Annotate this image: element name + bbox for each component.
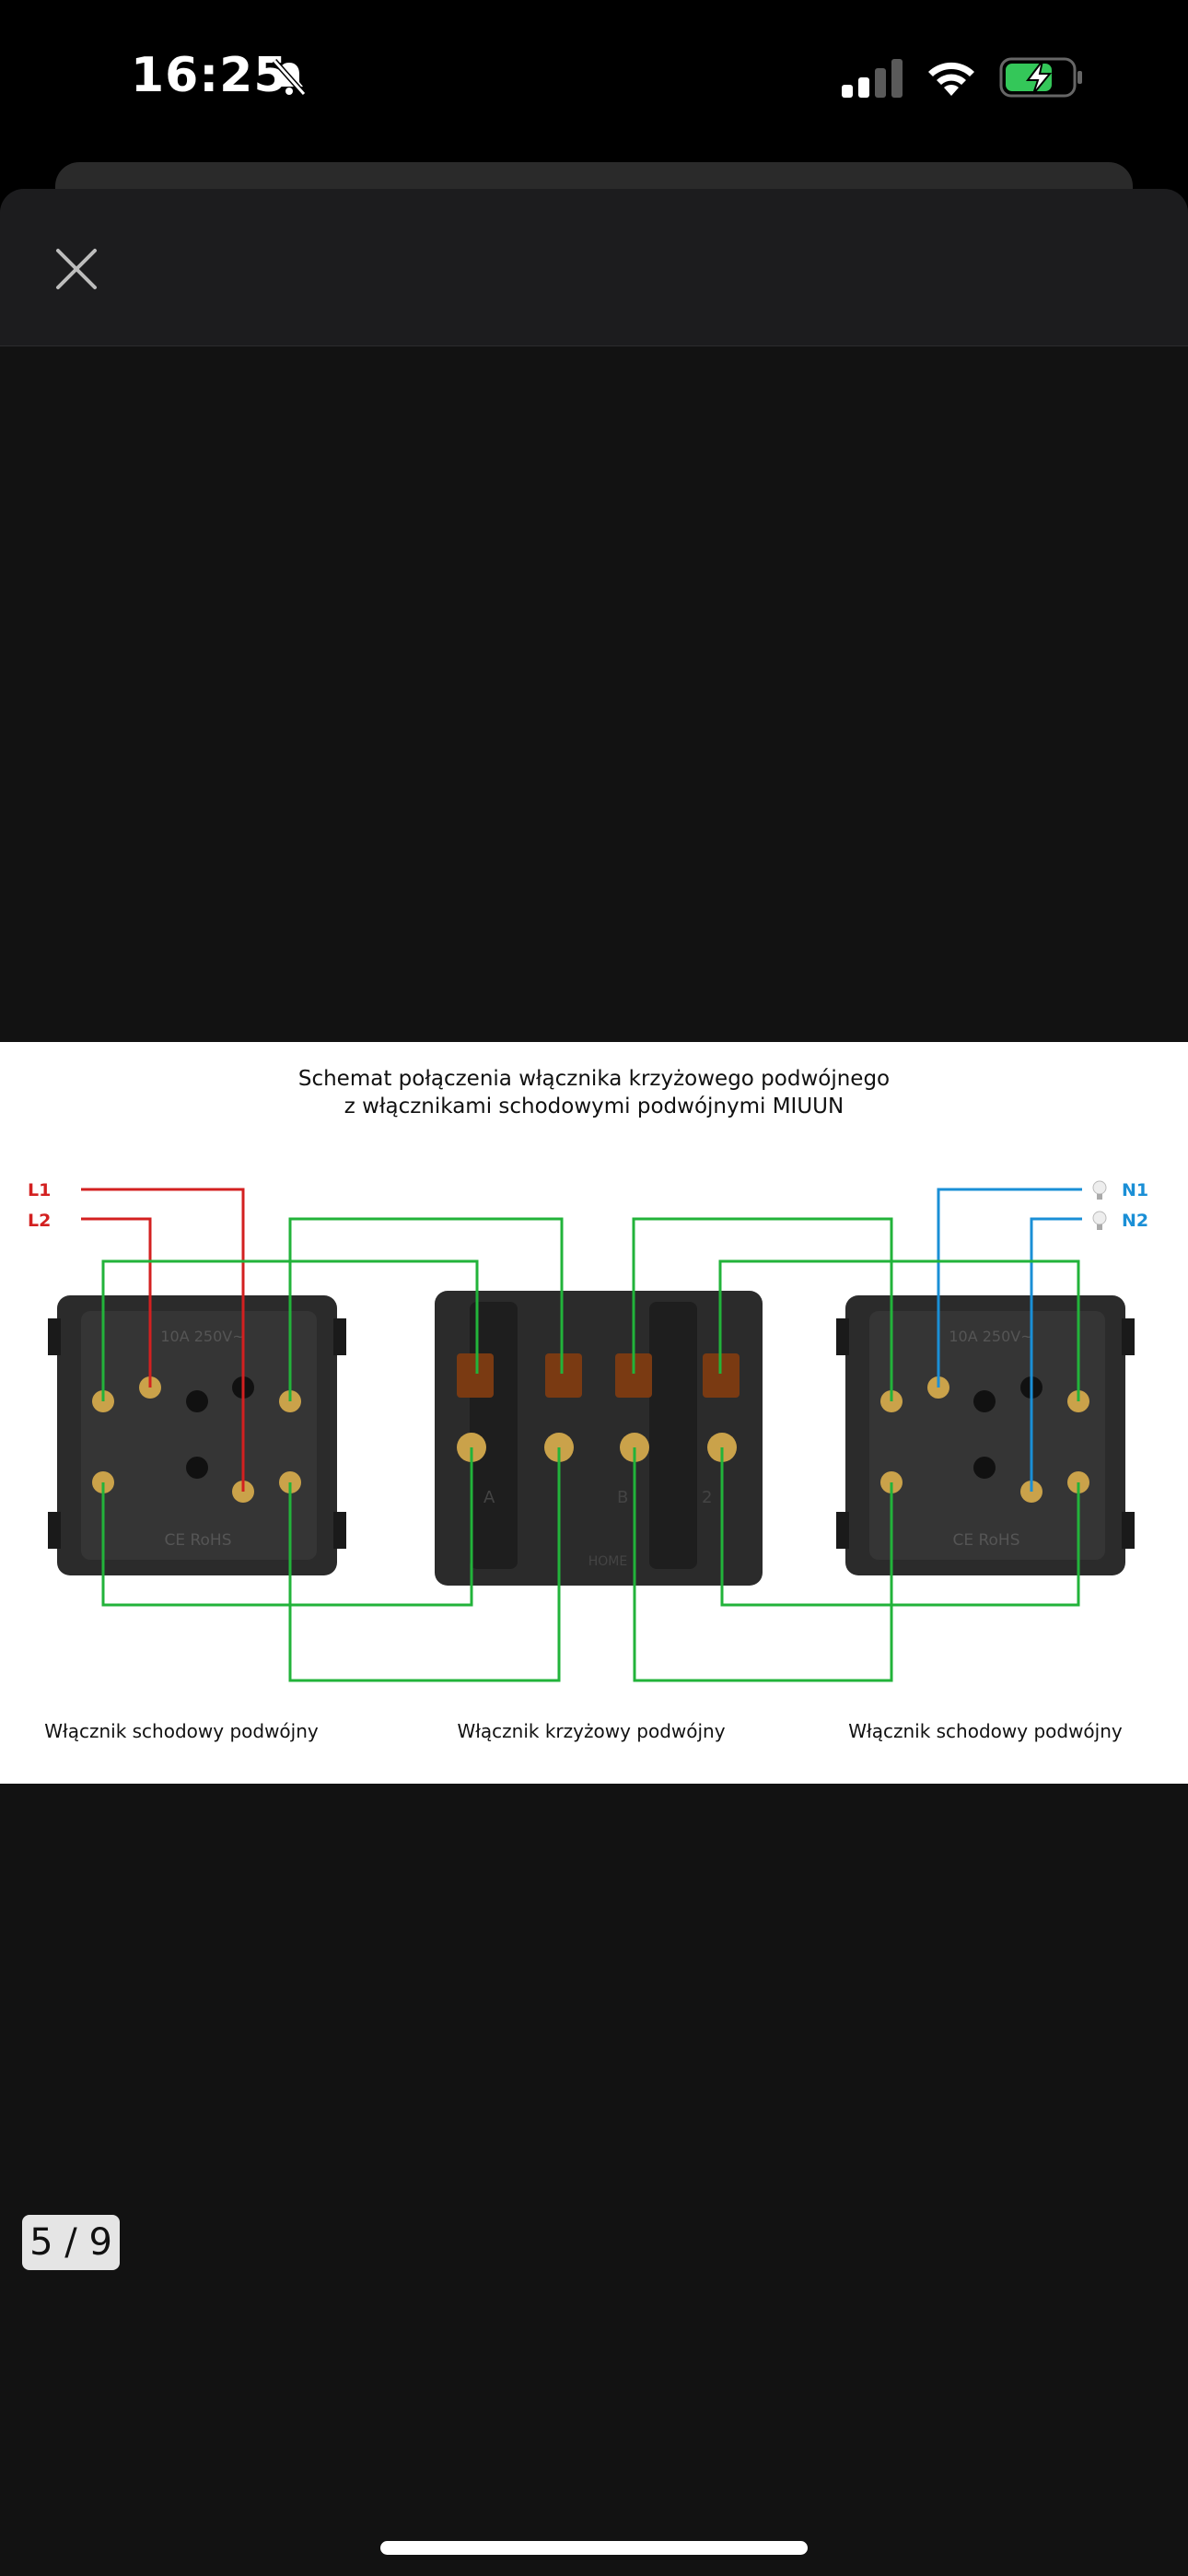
caption-right-switch: Włącznik schodowy podwójny xyxy=(848,1720,1123,1742)
bulb-icon xyxy=(1092,1180,1107,1200)
diagram-title-line1: Schemat połączenia włącznika krzyżowego … xyxy=(298,1067,890,1091)
center-cross-switch: A B 2 HOME xyxy=(435,1291,763,1586)
image-pager-counter: 5 / 9 xyxy=(22,2215,120,2270)
right-switch-cert: CE RoHS xyxy=(952,1531,1019,1550)
battery-charging-icon xyxy=(999,55,1084,104)
label-n2: N2 xyxy=(1122,1211,1148,1231)
bulb-icon xyxy=(1092,1211,1107,1230)
sheet-header xyxy=(0,189,1188,346)
left-staircase-switch: 10A 250V~ CE RoHS xyxy=(48,1295,346,1575)
close-button[interactable] xyxy=(48,242,105,299)
caption-left-switch: Włącznik schodowy podwójny xyxy=(44,1720,319,1742)
cross-terminal-b: B xyxy=(617,1488,628,1507)
label-n1: N1 xyxy=(1122,1180,1148,1200)
bell-slash-icon xyxy=(269,57,309,102)
live-wires xyxy=(81,1188,245,1492)
cross-terminal-2: 2 xyxy=(702,1488,712,1507)
neutral-wires xyxy=(937,1188,1082,1492)
cross-terminal-a: A xyxy=(483,1488,495,1507)
cellular-signal-icon xyxy=(840,59,904,102)
left-switch-cert: CE RoHS xyxy=(164,1531,231,1550)
caption-center-switch: Włącznik krzyżowy podwójny xyxy=(457,1720,725,1742)
cross-switch-brand: HOME xyxy=(588,1554,627,1569)
label-l1: L1 xyxy=(28,1180,51,1200)
link-wires xyxy=(101,1217,1080,1682)
image-viewer-sheet: Schemat połączenia włącznika krzyżowego … xyxy=(0,189,1188,2576)
diagram-title-line2: z włącznikami schodowymi podwójnymi MIUU… xyxy=(344,1095,844,1118)
status-time: 16:25 xyxy=(131,48,288,103)
right-switch-rating: 10A 250V~ xyxy=(949,1328,1032,1345)
label-l2: L2 xyxy=(28,1211,51,1231)
right-staircase-switch: 10A 250V~ CE RoHS xyxy=(836,1295,1135,1575)
status-bar: 16:25 xyxy=(0,0,1188,157)
wifi-icon xyxy=(924,55,979,102)
home-indicator[interactable] xyxy=(380,2541,808,2555)
left-switch-rating: 10A 250V~ xyxy=(160,1328,244,1345)
product-image-wiring-diagram[interactable]: Schemat połączenia włącznika krzyżowego … xyxy=(0,1042,1188,1784)
close-icon xyxy=(54,247,99,296)
